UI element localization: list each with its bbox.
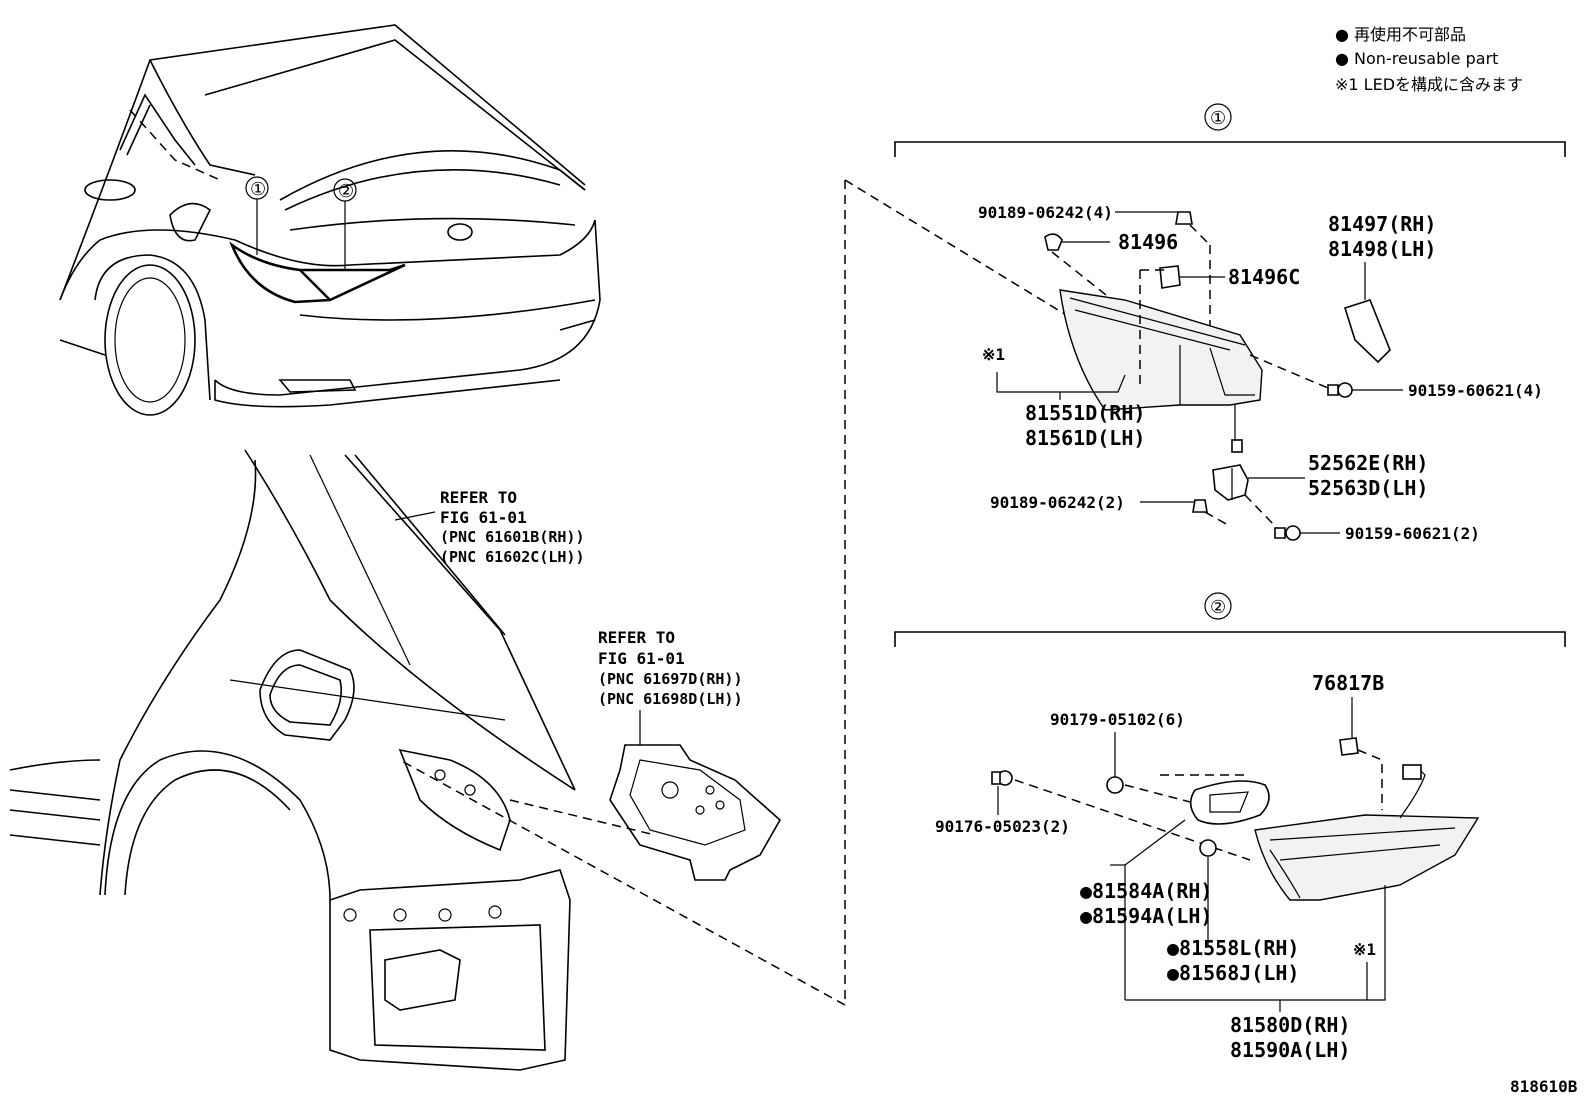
part-81594A-LH: ●81594A(LH) <box>1080 904 1212 928</box>
part-81498-LH: 81498(LH) <box>1328 237 1436 261</box>
refer2-line2: FIG 61-01 <box>598 649 685 668</box>
part-90189-06242-4: 90189-06242(4) <box>978 203 1113 222</box>
group-1-label: ① <box>1210 108 1226 129</box>
refer1-line2: FIG 61-01 <box>440 508 527 527</box>
part-81580D-RH: 81580D(RH) <box>1230 1013 1350 1037</box>
group-2-led-note: ※1 <box>1353 940 1376 959</box>
part-81561D-LH: 81561D(LH) <box>1025 426 1145 450</box>
part-81558L-RH: ●81558L(RH) <box>1167 936 1299 960</box>
group-1-bracket <box>894 141 1566 157</box>
refer2-line1: REFER TO <box>598 628 675 647</box>
part-90176-05023-2: 90176-05023(2) <box>935 817 1070 836</box>
part-81568J-LH: ●81568J(LH) <box>1167 961 1299 985</box>
figure-id: 818610B <box>1510 1077 1578 1096</box>
lamp-bracket-illustration <box>509 710 782 881</box>
refer-fig-61-01-bracket: REFER TO FIG 61-01 (PNC 61697D(RH)) (PNC… <box>598 628 743 708</box>
refer-fig-61-01-panel: REFER TO FIG 61-01 (PNC 61601B(RH)) (PNC… <box>440 488 585 566</box>
refer1-line1: REFER TO <box>440 488 517 507</box>
legend-line-nonreusable-en: ● Non-reusable part <box>1335 49 1498 68</box>
callout-2-label: ② <box>338 181 354 202</box>
callout-1-label: ① <box>250 179 266 200</box>
refer1-line3: (PNC 61601B(RH)) <box>440 528 585 546</box>
part-81590A-LH: 81590A(LH) <box>1230 1038 1350 1062</box>
car-rear-illustration: ① ② <box>59 24 601 416</box>
group-1-led-note: ※1 <box>982 345 1005 364</box>
part-81497-RH: 81497(RH) <box>1328 212 1436 236</box>
part-76817B: 76817B <box>1312 671 1384 695</box>
part-52562E-RH: 52562E(RH) <box>1308 451 1428 475</box>
part-90159-60621-2: 90159-60621(2) <box>1345 524 1480 543</box>
quarter-panel-illustration <box>9 449 576 1071</box>
refer2-line4: (PNC 61698D(LH)) <box>598 690 743 708</box>
group-2-label: ② <box>1210 597 1226 618</box>
part-90159-60621-4: 90159-60621(4) <box>1408 381 1543 400</box>
group-1: ① 90189-06242(4) 81496 81496C 81497(RH) … <box>894 103 1566 543</box>
legend-line-led-note: ※1 LEDを構成に含みます <box>1335 75 1523 94</box>
group-2-bracket <box>894 631 1566 647</box>
part-81584A-RH: ●81584A(RH) <box>1080 879 1212 903</box>
part-81496C: 81496C <box>1228 265 1300 289</box>
part-81496: 81496 <box>1118 230 1178 254</box>
part-52563D-LH: 52563D(LH) <box>1308 476 1428 500</box>
refer1-line4: (PNC 61602C(LH)) <box>440 548 585 566</box>
group-2: ② 76817B 90179-05102(6) 90176-05023(2) <box>894 592 1566 1062</box>
legend-line-nonreusable-jp: ● 再使用不可部品 <box>1335 25 1466 44</box>
part-90179-05102-6: 90179-05102(6) <box>1050 710 1185 729</box>
part-90189-06242-2: 90189-06242(2) <box>990 493 1125 512</box>
legend: ● 再使用不可部品 ● Non-reusable part ※1 LEDを構成に… <box>1335 25 1523 94</box>
part-81551D-RH: 81551D(RH) <box>1025 401 1145 425</box>
refer2-line3: (PNC 61697D(RH)) <box>598 670 743 688</box>
